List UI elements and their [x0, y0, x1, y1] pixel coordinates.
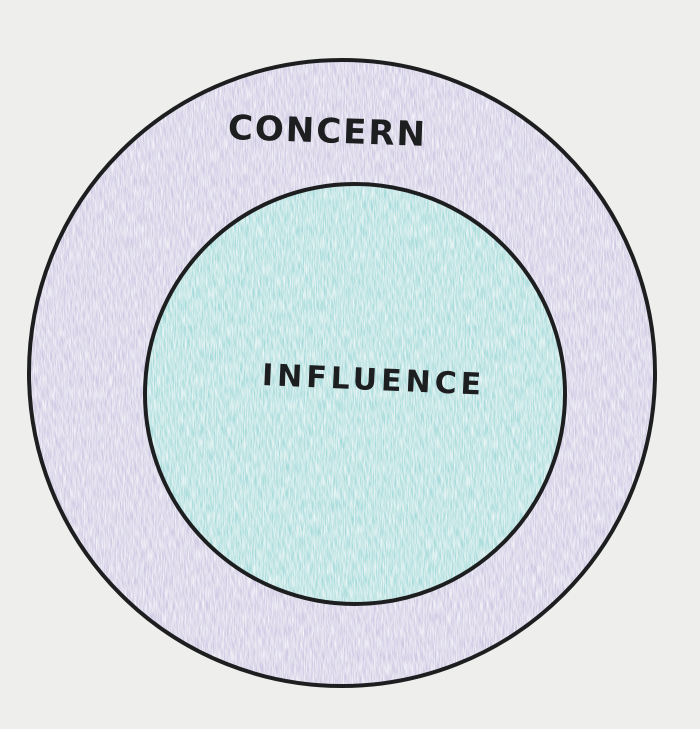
concern-label: Concern — [227, 108, 428, 155]
inner-circle-influence — [143, 182, 567, 606]
